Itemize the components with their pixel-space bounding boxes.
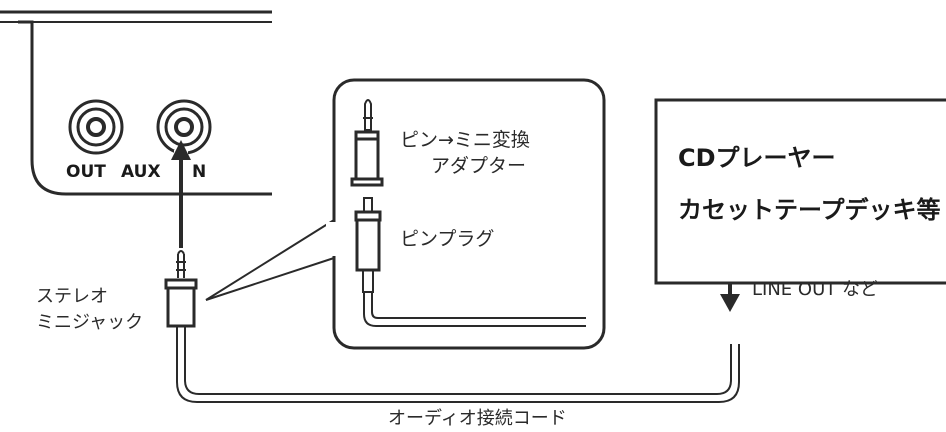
adapter-callout-box — [332, 78, 606, 350]
arrow-up-icon — [171, 140, 191, 248]
callout-pointer — [205, 219, 335, 301]
arrow-down-icon — [720, 283, 740, 312]
adapter-label-line2: アダプター — [431, 155, 526, 177]
stereo-mini-jack-label-line1: ステレオ — [36, 286, 108, 307]
out-jack-icon — [68, 99, 124, 155]
audio-cord-label: オーディオ接続コード — [388, 408, 567, 429]
audio-cord — [176, 326, 740, 403]
pin-plug-label: ピンプラグ — [400, 228, 494, 250]
in-label: N — [192, 162, 206, 182]
line-out-label: LINE OUT など — [752, 279, 878, 300]
pin-plug-icon — [354, 197, 586, 327]
mini-plug-icon — [164, 250, 198, 328]
aux-label: AUX — [121, 162, 161, 182]
source-device-line1: CDプレーヤー — [678, 144, 836, 172]
aux-in-jack-icon — [156, 99, 212, 155]
stereo-mini-jack-label-line2: ミニジャック — [36, 312, 143, 333]
out-label: OUT — [66, 162, 106, 182]
adapter-label-line1: ピン→ミニ変換 — [400, 129, 530, 151]
source-device-box — [654, 98, 946, 285]
adapter-icon — [350, 99, 384, 187]
instrument-panel — [0, 10, 272, 196]
source-device-line2: カセットテープデッキ等 — [678, 196, 941, 224]
